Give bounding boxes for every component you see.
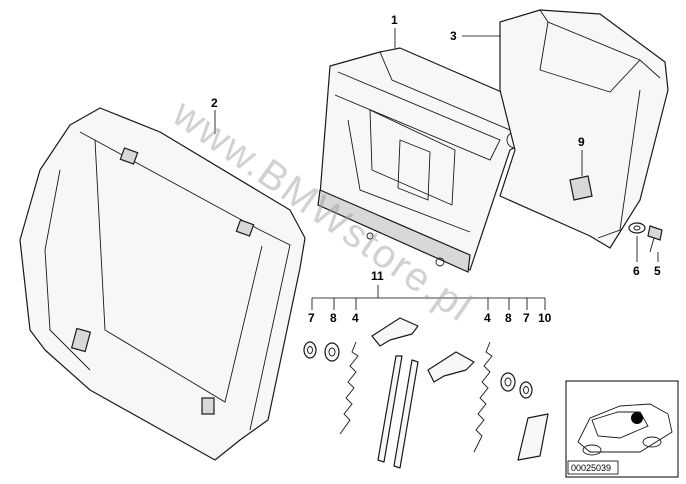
rear-panel-part-2 [19,107,306,461]
callout-2: 2 [211,96,218,110]
cover-part-10 [517,413,549,461]
callout-11: 11 [371,269,384,283]
callout-8-left: 8 [330,311,337,325]
screw-part-5 [647,225,663,253]
callout-7-left: 7 [308,311,315,325]
grommet-part-7-left [303,341,317,359]
leader-lines [214,28,659,310]
washer-part-6 [628,222,646,234]
callout-labels: 1 3 2 9 6 5 11 7 8 4 4 8 7 10 [211,13,661,325]
hook-bracket-right [427,351,475,383]
bushing-part-8-right [500,372,516,392]
back-cover-part-3 [499,9,669,249]
callout-1: 1 [391,13,398,27]
callout-8-right: 8 [505,311,512,325]
reference-number: 00025039 [571,463,611,473]
callout-10: 10 [538,311,552,325]
link-rod-left [377,355,419,469]
spring-part-4-left [339,341,359,435]
spring-part-4-right [473,341,493,453]
callout-7-right: 7 [523,311,530,325]
callout-3: 3 [450,29,457,43]
hook-bracket-left [371,317,419,347]
bushing-part-8-left [324,342,340,362]
callout-9: 9 [578,135,585,149]
backrest-frame-part-1 [317,47,531,273]
vehicle-locator-inset: 00025039 [565,380,679,478]
clip-part-9 [569,175,593,201]
location-marker [631,412,643,424]
callout-4-left: 4 [352,311,359,325]
grommet-part-7-right [519,381,533,399]
callout-6: 6 [633,264,640,278]
callout-4-right: 4 [484,311,491,325]
callout-5: 5 [654,264,661,278]
